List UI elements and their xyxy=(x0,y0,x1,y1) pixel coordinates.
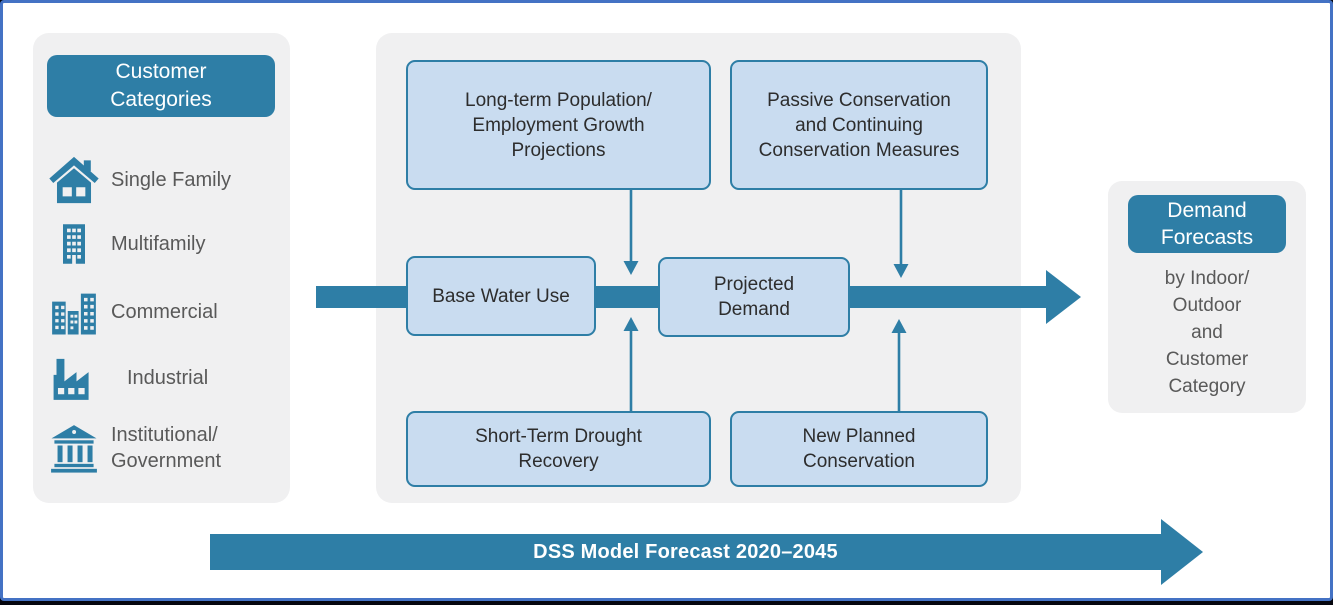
category-label: Single Family xyxy=(111,169,232,191)
bank-icon xyxy=(43,423,105,473)
apartment-building-icon xyxy=(43,219,105,269)
category-label: Multifamily xyxy=(111,233,206,255)
category-row-industrial: Industrial xyxy=(43,349,283,407)
demand-forecasts-panel: Demand Forecasts by Indoor/ Outdoor and … xyxy=(1108,181,1306,413)
house-icon xyxy=(43,156,105,204)
customer-categories-header: Customer Categories xyxy=(47,55,275,117)
category-label: Institutional/ Government xyxy=(111,424,222,472)
main-flow-arrowhead xyxy=(1046,270,1081,324)
category-label: Industrial xyxy=(127,367,209,389)
category-row-single-family: Single Family xyxy=(43,151,283,209)
city-buildings-icon xyxy=(43,287,105,337)
customer-categories-panel: Customer Categories Single Family xyxy=(33,33,290,503)
new-planned-conservation-box: New Planned Conservation xyxy=(730,411,988,487)
category-row-institutional: Institutional/ Government xyxy=(43,416,283,480)
category-row-commercial: Commercial xyxy=(43,283,283,341)
factory-icon xyxy=(43,355,105,401)
timeline-arrowhead xyxy=(1161,519,1203,585)
category-label: Commercial xyxy=(111,301,218,323)
demand-forecasts-subtitle: by Indoor/ Outdoor and Customer Category xyxy=(1164,268,1250,397)
passive-conservation-box: Passive Conservation and Continuing Cons… xyxy=(730,60,988,190)
base-water-use-box: Base Water Use xyxy=(406,256,596,336)
projected-demand-box: Projected Demand xyxy=(658,257,850,337)
short-term-drought-recovery-box: Short-Term Drought Recovery xyxy=(406,411,711,487)
long-term-projections-box: Long-term Population/ Employment Growth … xyxy=(406,60,711,190)
timeline-label: DSS Model Forecast 2020–2045 xyxy=(533,540,838,563)
demand-forecasts-header: Demand Forecasts xyxy=(1128,195,1286,253)
category-row-multifamily: Multifamily xyxy=(43,215,283,273)
